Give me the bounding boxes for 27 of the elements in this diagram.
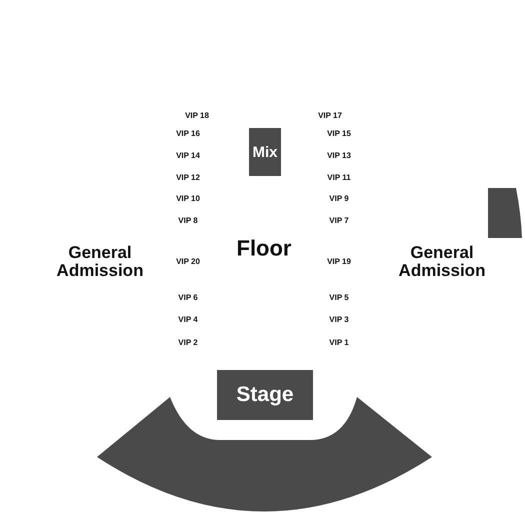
- seat-label: VIP 8: [177, 216, 199, 226]
- section-block: [217, 370, 313, 420]
- area-label: General Admission: [56, 244, 144, 280]
- seat-label: VIP 5: [328, 294, 350, 302]
- seat-label: VIP 15: [326, 130, 352, 138]
- seat-label: VIP 11: [326, 174, 352, 182]
- seat-label: VIP 1: [328, 338, 350, 348]
- section-label: Stage: [236, 383, 294, 407]
- seat-label: VIP 3: [328, 316, 350, 324]
- area-label: Floor: [236, 236, 292, 260]
- seat-label: VIP 9: [328, 194, 350, 204]
- seat-label: VIP 12: [175, 174, 201, 182]
- seat-label: VIP 17: [317, 112, 343, 120]
- seat-label: VIP 14: [175, 152, 201, 160]
- seat-label: VIP 18: [184, 112, 210, 120]
- seat-label: VIP 4: [177, 316, 199, 324]
- seat-label: VIP 6: [177, 294, 199, 302]
- seat-label: VIP 2: [177, 338, 199, 348]
- seat-label: VIP 7: [328, 216, 350, 226]
- seat-label: VIP 20: [175, 258, 201, 266]
- section-block: [249, 128, 281, 176]
- seat-label: VIP 16: [175, 130, 201, 138]
- section-label: Mix: [252, 144, 278, 160]
- seat-label: VIP 13: [326, 152, 352, 160]
- area-label: General Admission: [398, 244, 486, 280]
- seat-label: VIP 19: [326, 258, 352, 266]
- seat-label: VIP 10: [175, 194, 201, 204]
